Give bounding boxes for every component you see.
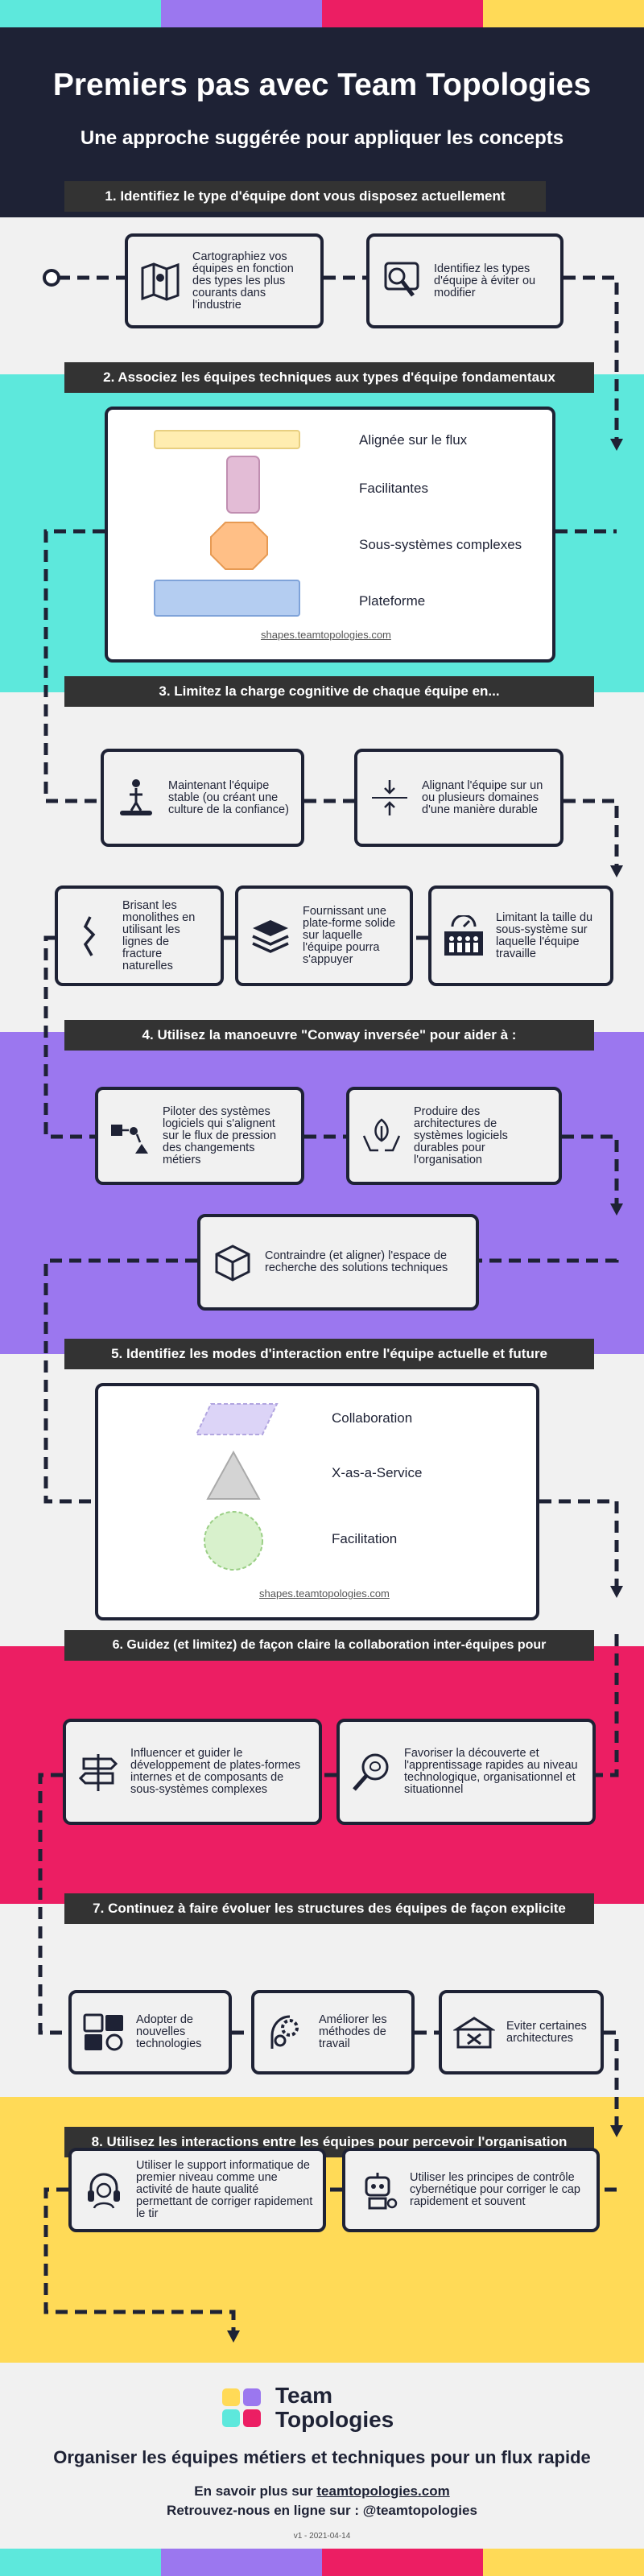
s8-card-cybernetic-control: Utiliser les principes de contrôle cyber… (342, 2148, 600, 2232)
layers-icon (248, 914, 293, 959)
s3-card-break-monoliths: Brisant les monolithes en utilisant les … (55, 886, 224, 986)
team-types-legend: Alignée sur le flux Facilitantes Sous-sy… (105, 407, 555, 663)
collaboration-shape (195, 1403, 279, 1435)
page-title: Premiers pas avec Team Topologies (52, 68, 592, 102)
enabling-shape (226, 456, 260, 514)
logo-wordmark: Team Topologies (275, 2384, 394, 2432)
s7-card-adopt-tech: Adopter de nouvelles technologies (68, 1990, 232, 2074)
x-as-a-service-shape (206, 1450, 261, 1500)
s3-card-text: Alignant l'équipe sur un ou plusieurs do… (422, 778, 543, 816)
footer-more: En savoir plus sur teamtopologies.com (0, 2483, 644, 2500)
cube-icon (210, 1240, 255, 1285)
top-color-bar (0, 0, 644, 27)
s1-card-text: Cartographiez vos équipes en fonction de… (192, 250, 294, 312)
s7-card-text: Adopter de nouvelles technologies (136, 2013, 202, 2050)
s7-card-improve-work: Améliorer les méthodes de travail (251, 1990, 415, 2074)
footer-version: v1 - 2021-04-14 (293, 2532, 351, 2541)
fracture-icon (68, 914, 113, 959)
s6-card-text: Influencer et guider le développement de… (130, 1747, 301, 1796)
converge-arrows-icon (367, 775, 412, 820)
s7-card-text: Eviter certaines architectures (506, 2019, 587, 2045)
s1-card-text: Identifiez les types d'équipe à éviter o… (434, 262, 536, 299)
s3-card-text: Brisant les monolithes en utilisant les … (122, 898, 196, 972)
bottom-color-bar (0, 2549, 644, 2576)
s6-card-influence-platforms: Influencer et guider le développement de… (63, 1719, 322, 1825)
person-board-icon (114, 775, 159, 820)
platform-shape (154, 580, 300, 617)
legend-label-x-as-a-service: X-as-a-Service (332, 1465, 423, 1480)
s4-card-text: Contraindre (et aligner) l'espace de rec… (265, 1249, 448, 1274)
s3-card-align-domains: Alignant l'équipe sur un ou plusieurs do… (354, 749, 564, 847)
legend-label-collaboration: Collaboration (332, 1410, 413, 1426)
s1-card-map-teams: Cartographiez vos équipes en fonction de… (125, 233, 324, 328)
legend-label-flow-aligned: Alignée sur le flux (359, 432, 468, 448)
section-6-heading: 6. Guidez (et limitez) de façon claire l… (64, 1630, 594, 1661)
footer: Team Topologies Organiser les équipes mé… (0, 2363, 644, 2549)
tech-icon (81, 2010, 126, 2055)
team-type-shapes (154, 430, 300, 617)
footer-website-link[interactable]: teamtopologies.com (316, 2483, 450, 2499)
signpost-icon (76, 1749, 121, 1794)
shapes-source-link[interactable]: shapes.teamtopologies.com (259, 1587, 390, 1600)
section-4-heading: 4. Utilisez la manoeuvre "Conway inversé… (64, 1020, 594, 1051)
s3-card-text: Limitant la taille du sous-système sur l… (496, 910, 593, 960)
s4-card-sustainable-architectures: Produire des architectures de systèmes l… (346, 1087, 562, 1185)
robot-icon (355, 2168, 400, 2213)
magnifier-icon (379, 258, 424, 303)
legend-label-enabling: Facilitantes (359, 481, 428, 496)
s7-card-avoid-architectures: Eviter certaines architectures (439, 1990, 604, 2074)
legend-label-platform: Plateforme (359, 593, 426, 609)
footer-more-prefix: En savoir plus sur (194, 2483, 317, 2499)
interaction-mode-shapes (195, 1403, 279, 1571)
s3-card-limit-size: Limitant la taille du sous-système sur l… (428, 886, 613, 986)
s4-card-drive-systems: Piloter des systèmes logiciels qui s'ali… (95, 1087, 304, 1185)
legend-label-facilitation: Facilitation (332, 1531, 398, 1546)
section-3-heading: 3. Limitez la charge cognitive de chaque… (64, 676, 594, 707)
s3-card-platform: Fournissant une plate-forme solide sur l… (235, 886, 413, 986)
s1-card-identify-avoid: Identifiez les types d'équipe à éviter o… (366, 233, 564, 328)
architecture-icon (452, 2010, 497, 2055)
page-subtitle: Une approche suggérée pour appliquer les… (80, 127, 564, 149)
s3-card-text: Fournissant une plate-forme solide sur l… (303, 905, 396, 966)
s4-card-text: Piloter des systèmes logiciels qui s'ali… (163, 1104, 277, 1166)
hands-leaf-icon (359, 1113, 404, 1158)
section-5-heading: 5. Identifiez les modes d'interaction en… (64, 1339, 594, 1369)
section-2-heading: 2. Associez les équipes techniques aux t… (64, 362, 594, 393)
s4-card-constrain-solution-space: Contraindre (et aligner) l'espace de rec… (197, 1214, 479, 1311)
s6-card-text: Favoriser la découverte et l'apprentissa… (404, 1747, 578, 1796)
search-brain-icon (349, 1749, 394, 1794)
gears-head-icon (264, 2010, 309, 2055)
s3-card-text: Maintenant l'équipe stable (ou créant un… (168, 778, 289, 816)
shapes-source-link[interactable]: shapes.teamtopologies.com (261, 629, 391, 641)
team-size-icon (441, 914, 486, 959)
flow-aligned-shape (154, 430, 300, 449)
s7-card-text: Améliorer les méthodes de travail (319, 2013, 387, 2050)
s8-card-text: Utiliser le support informatique de prem… (136, 2159, 313, 2220)
complicated-subsystem-shape (210, 522, 268, 570)
s8-card-text: Utiliser les principes de contrôle cyber… (410, 2171, 580, 2208)
logo-line-1: Team (275, 2383, 333, 2408)
legend-label-complicated-subsystem: Sous-systèmes complexes (359, 537, 522, 552)
s3-card-stable-team: Maintenant l'équipe stable (ou créant un… (101, 749, 304, 847)
section-1-heading: 1. Identifiez le type d'équipe dont vous… (64, 181, 546, 212)
facilitation-shape (204, 1511, 263, 1571)
s6-card-fast-learning: Favoriser la découverte et l'apprentissa… (336, 1719, 596, 1825)
headset-icon (81, 2168, 126, 2213)
s8-card-it-support: Utiliser le support informatique de prem… (68, 2148, 326, 2232)
flow-shapes-icon (108, 1113, 153, 1158)
interaction-modes-legend: Collaboration X-as-a-Service Facilitatio… (95, 1383, 539, 1620)
footer-online: Retrouvez-nous en ligne sur : @teamtopol… (167, 2503, 477, 2518)
s4-card-text: Produire des architectures de systèmes l… (414, 1104, 508, 1166)
section-7-heading: 7. Continuez à faire évoluer les structu… (64, 1893, 594, 1924)
footer-tagline: Organiser les équipes métiers et techniq… (53, 2447, 591, 2467)
map-icon (138, 258, 183, 303)
team-topologies-logo-icon (222, 2388, 261, 2427)
logo-line-2: Topologies (275, 2407, 394, 2432)
